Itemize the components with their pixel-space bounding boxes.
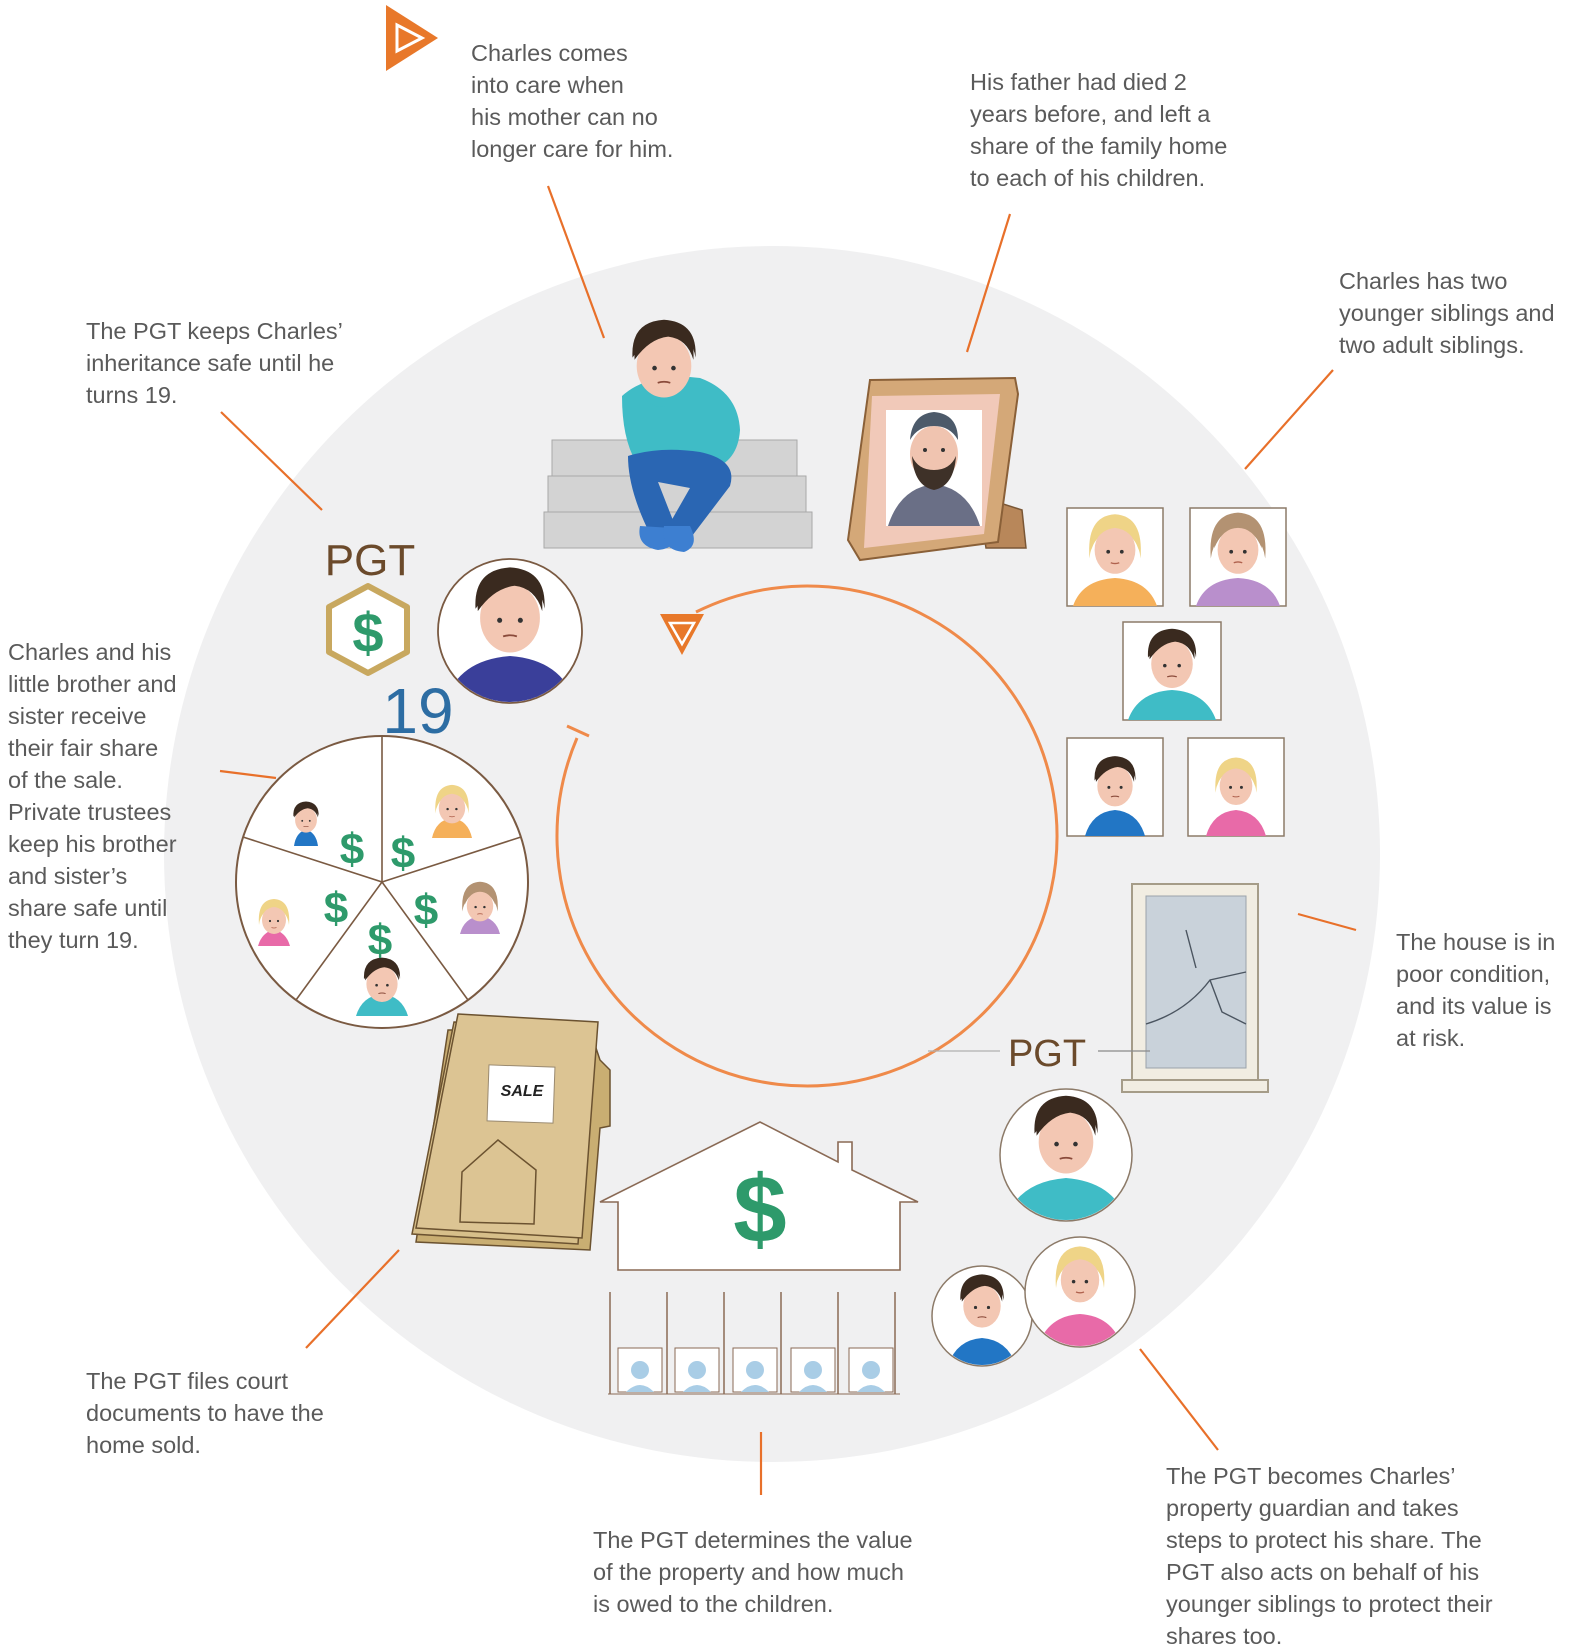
guardian-brother-circle [931, 1265, 1033, 1367]
pgt-window-label: PGT [1008, 1033, 1086, 1075]
house-dollar-icon: $ [733, 1156, 786, 1263]
pgt-top-label: PGT [325, 536, 415, 585]
step-caption-siblings: Charles has two younger siblings and two… [1339, 268, 1555, 358]
father-portrait-frame-illustration [846, 376, 1027, 562]
pie-sister-small [432, 784, 472, 838]
broken-window-illustration [928, 883, 1269, 1093]
shares-pie-illustration [235, 735, 529, 1029]
pie-dollar-icon: $ [368, 916, 392, 965]
sale-label: SALE [501, 1083, 545, 1100]
step-caption-fair-share: Charles and his little brother and siste… [8, 639, 177, 953]
step-caption-property-guardian: The PGT becomes Charles’ property guardi… [1166, 1463, 1493, 1649]
portrait-younger-sister [1187, 737, 1285, 837]
charles-portrait-circle [437, 558, 583, 704]
age-19-label: 19 [382, 675, 453, 747]
leader-lines [219, 185, 1357, 1495]
boy-on-stairs-illustration [543, 318, 813, 552]
pgt-trust-illustration [326, 558, 583, 704]
cycle-start-arrow-icon [660, 614, 704, 655]
step-caption-father-died: His father had died 2 years before, and … [970, 69, 1228, 191]
step-caption-house-condition: The house is in poor condition, and its … [1396, 929, 1556, 1051]
guardian-charles-circle [999, 1088, 1133, 1222]
pie-dollar-icon: $ [340, 825, 364, 874]
pie-charles-small [293, 801, 319, 846]
cycle-ring [555, 584, 1059, 1088]
step-caption-court-documents: The PGT files court documents to have th… [86, 1368, 324, 1458]
portrait-adult-sibling [1189, 507, 1287, 607]
pie-charles-teal-small [356, 957, 408, 1016]
pie-dollar-signs: $ $ $ $ $ [324, 825, 438, 965]
house-value-illustration [599, 1121, 919, 1395]
sibling-portraits-illustration [1066, 507, 1287, 837]
pie-dollar-icon: $ [391, 829, 415, 878]
portrait-adult-sister [1066, 507, 1164, 607]
pie-dollar-icon: $ [414, 886, 438, 935]
pie-dollar-icon: $ [324, 884, 348, 933]
pie-younger-sister-small [258, 898, 290, 946]
start-play-icon [386, 5, 438, 71]
step-caption-comes-into-care: Charles comes into care when his mother … [471, 40, 674, 162]
portrait-younger-brother [1066, 737, 1164, 837]
step-caption-determine-value: The PGT determines the value of the prop… [593, 1527, 913, 1617]
guardian-circles-illustration [931, 1088, 1136, 1367]
portrait-charles [1122, 621, 1222, 721]
step-caption-inheritance-safe: The PGT keeps Charles’ inheritance safe … [86, 318, 343, 408]
sale-folder-illustration [411, 1013, 611, 1251]
hexagon-dollar-icon: $ [352, 601, 383, 664]
guardian-sister-circle [1024, 1236, 1136, 1348]
pie-adult-sibling-small [460, 881, 500, 934]
